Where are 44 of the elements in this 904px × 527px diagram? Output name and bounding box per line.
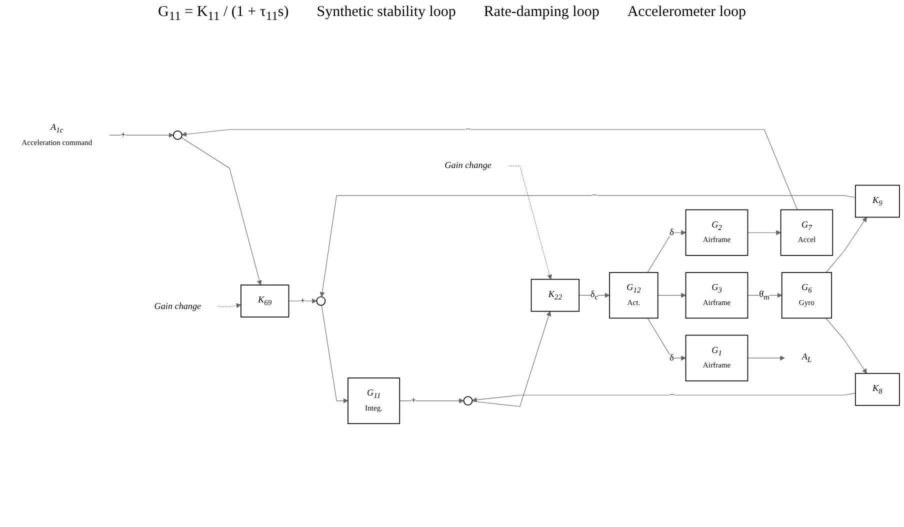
edge-label: − [592, 190, 597, 200]
node-box: K$_{22}$ [530, 278, 580, 312]
edge-label: + [300, 296, 306, 306]
node-box: K$_{69}$ [240, 284, 290, 318]
node-text: A$_{L}$ [802, 352, 812, 364]
arrow [747, 230, 782, 236]
arrow [399, 398, 464, 404]
node-text: Gain change [444, 160, 492, 170]
arrow [647, 230, 686, 273]
arrow [658, 292, 686, 298]
arrow [747, 356, 785, 361]
annotation-text: Synthetic stability loop [316, 4, 456, 22]
arrow [181, 137, 262, 286]
node-box: K$_{8}$ [854, 373, 900, 406]
annotation-text: G$_{11}$ = K$_{11}$ / (1 + τ$_{11}$s) [158, 4, 289, 24]
arrow [109, 132, 174, 138]
arrow [578, 292, 610, 298]
arrow [288, 298, 317, 304]
edge-label: δ [670, 227, 674, 238]
arrow [321, 304, 348, 404]
arrow [747, 292, 782, 298]
annotation-text: Accelerometer loop [627, 4, 746, 22]
annotation-text: Rate-damping loop [484, 4, 600, 22]
node-circle [316, 296, 326, 306]
arrow [508, 166, 552, 280]
node-circle [172, 130, 182, 140]
arrow [472, 392, 856, 402]
edge-label: δ$_{c}$ [590, 290, 598, 302]
node-circle [463, 396, 473, 406]
arrow [472, 311, 552, 407]
arrow [826, 217, 867, 273]
node-text: Gain change [154, 302, 202, 312]
edge-label: + [120, 130, 126, 140]
edge-label: + [411, 396, 416, 406]
arrow [647, 318, 686, 361]
edge-label: − [465, 124, 471, 134]
node-box: K$_{9}$ [854, 184, 900, 218]
arrow [826, 318, 867, 374]
arrow [182, 129, 798, 210]
edge-label: θ̇$_{m}$ [759, 290, 770, 302]
arrow [320, 195, 856, 298]
edge-label: − [669, 390, 674, 400]
arrow [218, 303, 242, 308]
edge-label: δ [670, 352, 674, 363]
